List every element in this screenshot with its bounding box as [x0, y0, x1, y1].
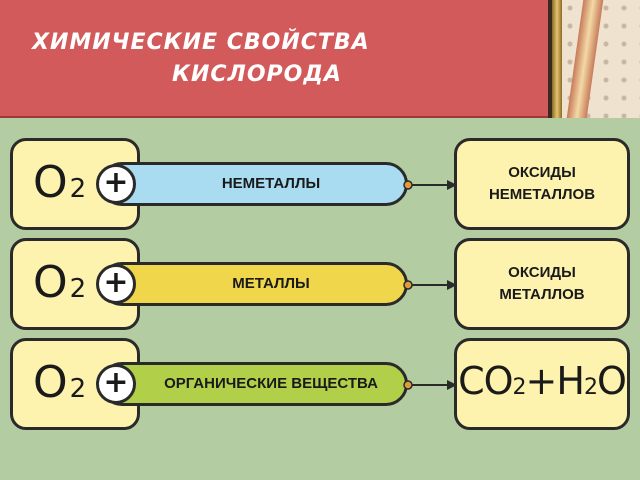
title-line-1: ХИМИЧЕСКИЕ СВОЙСТВА [32, 30, 370, 55]
arrow-icon [403, 180, 457, 190]
product-box: CO2+H2O [454, 338, 630, 430]
arrow-icon [403, 280, 457, 290]
product-formula: CO2+H2O [458, 358, 627, 403]
title-line-2: КИСЛОРОДА [172, 62, 342, 87]
plus-sign: + [96, 364, 136, 404]
plus-sign: + [96, 264, 136, 304]
product-label: ОКСИДЫ МЕТАЛЛОВ [499, 264, 585, 303]
reagent-label: ОРГАНИЧЕСКИЕ ВЕЩЕСТВА [164, 375, 378, 392]
reagent-pill: НЕМЕТАЛЛЫ [100, 162, 408, 206]
reagent-label: НЕМЕТАЛЛЫ [221, 175, 321, 192]
arrow-icon [403, 380, 457, 390]
decorative-gold-border [552, 0, 562, 118]
product-box: ОКСИДЫ МЕТАЛЛОВ [454, 238, 630, 330]
product-label: ОКСИДЫ НЕМЕТАЛЛОВ [488, 164, 596, 203]
product-box: ОКСИДЫ НЕМЕТАЛЛОВ [454, 138, 630, 230]
reagent-label: МЕТАЛЛЫ [232, 275, 310, 292]
reagent-pill: МЕТАЛЛЫ [100, 262, 408, 306]
title-banner [0, 0, 548, 118]
slide-title: ХИМИЧЕСКИЕ СВОЙСТВА КИСЛОРОДА [0, 0, 548, 118]
reagent-pill: ОРГАНИЧЕСКИЕ ВЕЩЕСТВА [100, 362, 408, 406]
plus-sign: + [96, 164, 136, 204]
